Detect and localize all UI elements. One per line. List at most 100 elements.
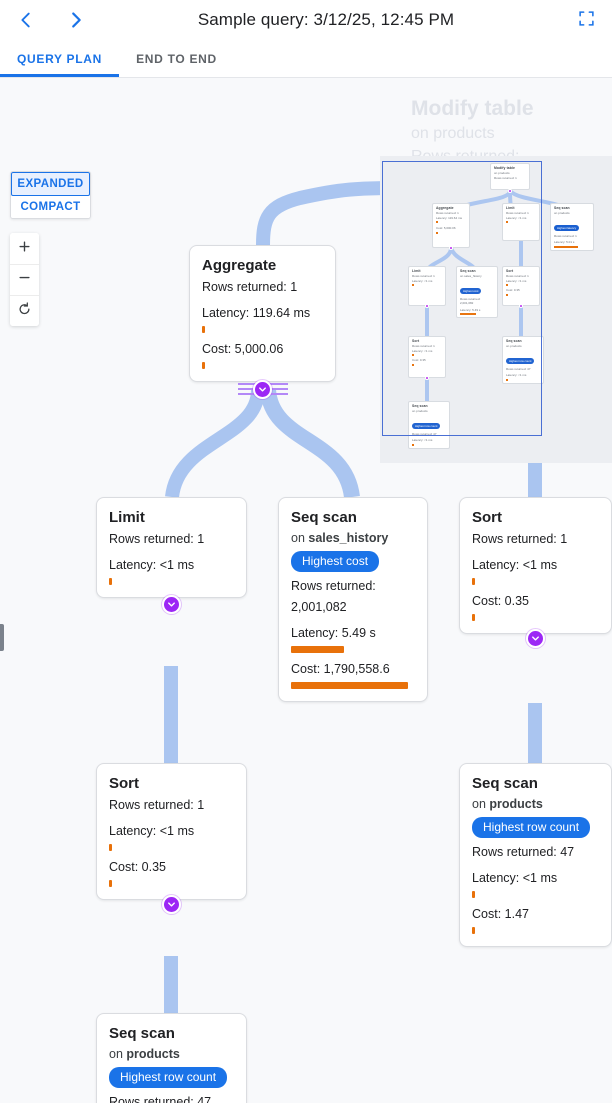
latency-bar [109,578,112,585]
status-badge-highest-cost: Highest cost [291,551,380,572]
node-rows: Rows returned: 1 [109,532,205,546]
node-cost: Cost: 0.35 [472,594,529,608]
minimap-collapse-dot [449,246,453,250]
density-toggle-group: EXPANDED COMPACT [10,171,91,219]
plus-icon [17,239,32,259]
minimap-cost-bar [436,231,438,234]
minimap-cost-bar [412,363,414,366]
minimap-content: Modify table on products Rows returned: … [380,156,612,463]
zoom-out-button[interactable] [10,264,39,295]
node-title: Seq scan [291,509,357,526]
tab-bar: QUERY PLAN END TO END [0,40,612,78]
tab-end-to-end[interactable]: END TO END [119,40,234,77]
minimap-collapse-dot [508,189,512,193]
relation-name: products [489,797,543,811]
minimap-collapse-dot [425,376,429,380]
collapse-toggle-sort-right[interactable] [526,629,545,648]
minimap-latency-bar [436,221,438,224]
node-rows: Rows returned: 1 [472,532,568,546]
minimap-node-modify-table: Modify table on products Rows returned: … [490,163,530,190]
plan-node-aggregate[interactable]: Aggregate Rows returned: 1 Latency: 119.… [189,245,336,382]
node-title: Sort [472,509,502,526]
minimap-node-aggregate: Aggregate Rows returned: 1 Latency: 119.… [432,203,470,248]
node-rows: Rows returned: 1 [109,798,205,812]
minimap-latency-bar [412,443,414,446]
minimap-badge-highest-latency: Highest latency [554,224,580,231]
minimap-latency-bar [412,284,414,287]
node-rows: Rows returned: 47 [109,1095,212,1103]
cost-bar [109,880,112,887]
minus-icon [17,270,32,290]
minimap-node-seq-scan-products-right: Seq scan on products Highest row count R… [502,336,544,384]
node-latency: Latency: <1 ms [109,824,195,838]
minimap-collapse-dot [425,304,429,308]
chevron-left-icon [15,9,37,31]
node-cost: Cost: 1.47 [472,907,529,921]
next-query-button[interactable] [58,2,94,38]
minimap-latency-bar [554,245,578,248]
minimap-latency-bar [506,284,508,287]
fullscreen-icon [578,10,595,30]
plan-node-limit[interactable]: Limit Rows returned: 1 Latency: <1 ms [96,497,247,598]
plan-node-seq-scan-products-bottom[interactable]: Seq scan on products Highest row count R… [96,1013,247,1103]
zoom-controls [10,233,39,326]
tab-query-plan[interactable]: QUERY PLAN [0,40,119,77]
previous-query-button[interactable] [8,2,44,38]
query-plan-canvas[interactable]: Modify table on products Rows returned: … [0,78,612,1103]
node-relation: on products [109,1047,180,1061]
node-cost: Cost: 1,790,558.6 [291,662,390,676]
latency-bar [472,578,475,585]
node-latency: Latency: <1 ms [472,558,558,572]
minimap-badge-highest-row-count: Highest row count [412,422,441,429]
minimap-badge-highest-cost: Highest cost [460,287,482,294]
node-cost: Cost: 0.35 [109,860,166,874]
minimap-node-seq-scan-sales-history: Seq scan on sales_history Highest cost R… [456,266,498,318]
minimap-node-seq-scan-highest-latency: Seq scan on products Highest latency Row… [550,203,594,251]
node-rows: Rows returned: 47 [472,845,575,859]
minimap-node-sort-left: Sort Rows returned: 1 Latency: <1 ms Cos… [408,336,446,378]
collapse-toggle-sort-left[interactable] [162,895,181,914]
node-latency: Latency: <1 ms [472,871,558,885]
zoom-in-button[interactable] [10,233,39,264]
latency-bar [202,326,205,333]
minimap-viewport-rect[interactable] [382,161,542,436]
minimap-node-seq-scan-products-bottom: Seq scan on products Highest row count R… [408,401,450,449]
plan-node-seq-scan-sales-history[interactable]: Seq scan on sales_history Highest cost R… [278,497,428,702]
panel-drag-handle[interactable] [0,624,4,651]
node-title: Aggregate [202,257,277,274]
node-latency: Latency: 5.49 s [291,626,376,640]
node-rows-value: 2,001,082 [291,600,347,614]
plan-node-sort-right[interactable]: Sort Rows returned: 1 Latency: <1 ms Cos… [459,497,612,634]
collapse-toggle-limit[interactable] [162,595,181,614]
node-rows: Rows returned: 1 [202,280,298,294]
plan-node-seq-scan-products-right[interactable]: Seq scan on products Highest row count R… [459,763,612,947]
reset-view-button[interactable] [10,295,39,326]
collapse-toggle-aggregate[interactable] [253,380,272,399]
node-title: Limit [109,509,145,526]
cost-bar [291,682,408,689]
expanded-button[interactable]: EXPANDED [11,172,90,196]
node-relation: on sales_history [291,531,389,545]
cost-bar [202,362,205,369]
chevron-right-icon [65,9,87,31]
minimap-cost-bar [506,293,508,296]
minimap-node-limit-top: Limit Rows returned: 1 Latency: <1 ms [502,203,540,241]
node-latency: Latency: <1 ms [109,558,195,572]
fullscreen-button[interactable] [568,2,604,38]
cost-bar [472,927,475,934]
latency-bar [109,844,112,851]
node-title: Seq scan [472,775,538,792]
cost-bar [472,614,475,621]
node-title: Sort [109,775,139,792]
plan-node-sort-left[interactable]: Sort Rows returned: 1 Latency: <1 ms Cos… [96,763,247,900]
minimap[interactable]: Modify table on products Rows returned: … [380,156,612,463]
minimap-latency-bar [506,378,508,381]
reset-rotate-icon [17,301,32,321]
node-latency: Latency: 119.64 ms [202,306,311,320]
node-relation: on products [472,797,543,811]
compact-button[interactable]: COMPACT [11,196,90,218]
app-header: Sample query: 3/12/25, 12:45 PM [0,0,612,40]
node-rows: Rows returned: [291,579,376,593]
node-cost: Cost: 5,000.06 [202,342,284,356]
page-title: Sample query: 3/12/25, 12:45 PM [197,10,455,29]
